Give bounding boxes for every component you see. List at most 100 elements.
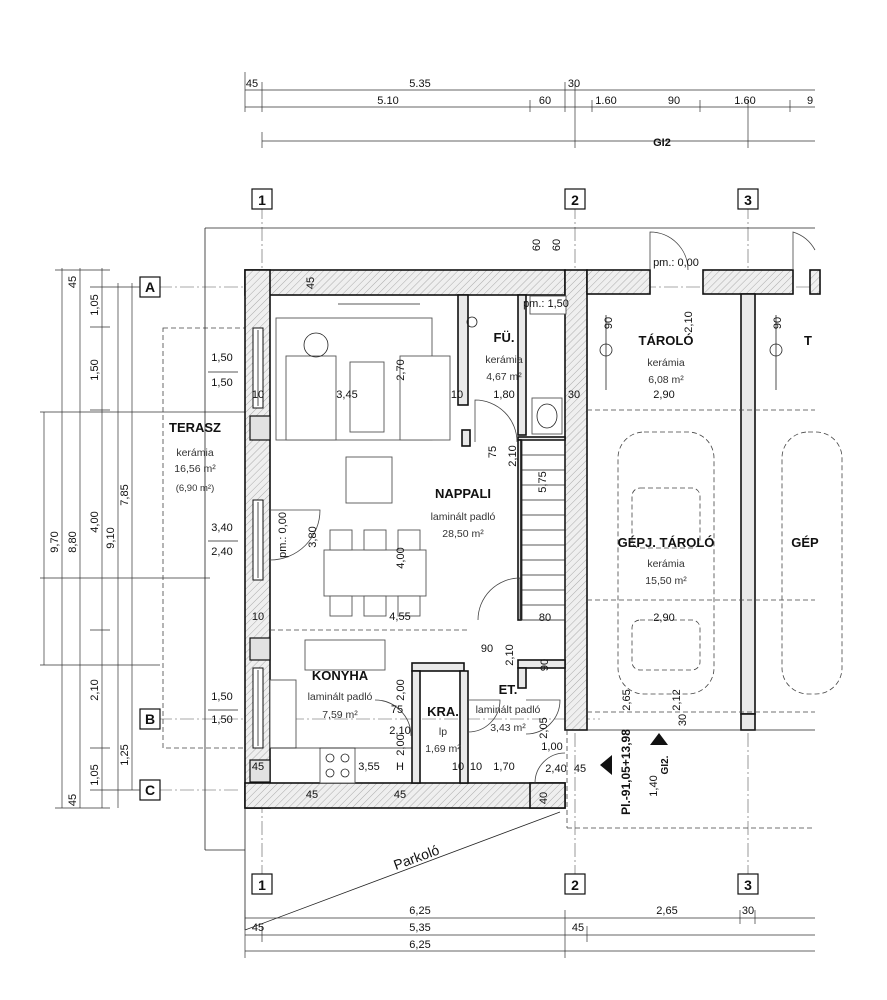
inner-dimensions: 45 60 60 90 90 2,10 3,45 2,70 10 1,80 30… [252,239,784,804]
dimension-label: 75 [391,704,403,716]
zone-lines [244,409,815,931]
dimension-label: 1,80 [493,389,514,401]
room-area-et: 3,43 m² [490,722,526,734]
dimension-label: 2,90 [653,389,674,401]
dimension-label: 2,10 [389,725,410,737]
bottom-dim-2b: 5,35 [409,922,430,934]
dimension-label: 90 [481,643,493,655]
dimension-label: 3,80 [307,526,319,547]
bottom-dim-2c: 45 [572,922,584,934]
grid-label-c: C [145,782,155,798]
level-pm-terasz-door: pm.: 0,00 [277,512,289,558]
stairs [521,439,566,621]
top-dimension-chains: 45 5.35 30 5.10 60 1.60 90 1.60 9 GI2 [244,72,815,149]
win-dim-3: 3,40 [211,522,232,534]
dimension-label: 2,10 [507,445,519,466]
grid-label-b: B [145,711,155,727]
dimension-label: 5,75 [537,471,549,492]
top-dim-1a: 45 [246,78,258,90]
top-dim-gi2: GI2 [653,137,671,149]
dimension-label: 60 [531,239,543,251]
room-name-et: ET. [499,682,518,697]
win-dim-4: 2,40 [211,546,232,558]
top-dim-2a: 5.10 [377,95,398,107]
dimension-label: 2,65 [621,689,633,710]
room-area2-terasz: (6,90 m²) [176,483,215,494]
level-pm-fu: pm.: 1,50 [523,298,569,310]
left-dim-105-bottom: 1,05 [89,764,101,785]
dimension-label: 10 [252,389,264,401]
grid-labels: 1 2 3 1 2 3 A B C [139,188,759,895]
dimension-label: 2,90 [653,612,674,624]
section-level-mark: Pl.-91,05+13,98 [619,729,633,815]
grid-label-2-top: 2 [571,192,579,208]
dimension-label: 45 [305,277,317,289]
section-gi2-mark: GI2. [660,755,671,774]
left-dim-910: 9,10 [105,527,117,548]
dimension-label: 1,70 [493,761,514,773]
room-finish-tarolo: kerámia [647,357,685,369]
living-furniture [275,303,451,617]
win-dim-6: 1,50 [211,714,232,726]
dimension-label: 30 [677,714,689,726]
bottom-dim-2a: 45 [252,922,264,934]
dimension-label: 10 [252,611,264,623]
dimension-label: 30 [568,389,580,401]
bathroom-fixtures [466,295,567,435]
dimension-label: 75 [487,446,499,458]
dimension-label: 10 [451,389,463,401]
garage-cars [599,315,843,695]
room-name-gepj: GÉPJ. TÁROLÓ [618,535,715,550]
left-dim-210: 2,10 [89,679,101,700]
room-finish-konyha: laminált padló [308,691,373,703]
room-area-gepj: 15,50 m² [645,575,687,587]
kitchen-furniture [269,639,412,784]
grid-label-1-bottom: 1 [258,877,266,893]
bottom-dim-1b: 2,65 [656,905,677,917]
room-area-kra: 1,69 m² [425,743,461,755]
dimension-label: 2,10 [504,644,516,665]
dimension-label: 2,40 [545,763,566,775]
room-finish-et: laminált padló [476,704,541,716]
top-dim-2b: 60 [539,95,551,107]
grid-label-3-top: 3 [744,192,752,208]
dimension-label: 1,00 [541,741,562,753]
walls [244,269,821,809]
room-labels: FÜ. kerámia 4,67 m² TÁROLÓ kerámia 6,08 … [308,330,819,755]
level-pm-garage-door: pm.: 0,00 [653,257,699,269]
grid-label-2-bottom: 2 [571,877,579,893]
dimension-label: 60 [551,239,563,251]
left-dim-970: 9,70 [49,531,61,552]
top-dim-2c: 1.60 [595,95,616,107]
dimension-label: 2,12 [671,689,683,710]
room-finish-nappali: laminált padló [431,511,496,523]
left-dim-105-top: 1,05 [89,294,101,315]
bottom-dim-1c: 30 [742,905,754,917]
room-area-konyha: 7,59 m² [322,709,358,721]
room-area-tarolo: 6,08 m² [648,374,684,386]
dimension-label: 10 [452,761,464,773]
dimension-label: 2,00 [395,734,407,755]
room-finish-kra: lp [439,726,447,738]
room-name-fu: FÜ. [494,330,515,345]
grid-label-a: A [145,279,155,295]
dimension-label: 45 [574,763,586,775]
dimension-label: 45 [306,789,318,801]
dimension-label: 2,70 [395,359,407,380]
dimension-label: 80 [539,612,551,624]
left-dim-45-top: 45 [67,276,79,288]
left-dim-400: 4,00 [89,511,101,532]
left-dimension-chains: 45 1,05 1,50 4,00 2,10 1,05 45 9,70 8,80… [40,268,250,809]
room-name-tarolo-2: T [804,333,812,348]
dimension-label: 3,55 [358,761,379,773]
win-dim-2: 1,50 [211,377,232,389]
dimension-label: 10 [470,761,482,773]
room-name-tarolo: TÁROLÓ [639,333,694,348]
win-dim-1: 1,50 [211,352,232,364]
dimension-label: 2,00 [395,679,407,700]
bottom-dimension-chains: 6,25 2,65 30 45 5,35 45 6,25 [244,905,815,958]
dimension-label: 1,40 [648,775,660,796]
dimension-label: 90 [772,317,784,329]
terrace: TERASZ kerámia 16,56 m² (6,90 m²) 1,50 1… [162,227,815,851]
